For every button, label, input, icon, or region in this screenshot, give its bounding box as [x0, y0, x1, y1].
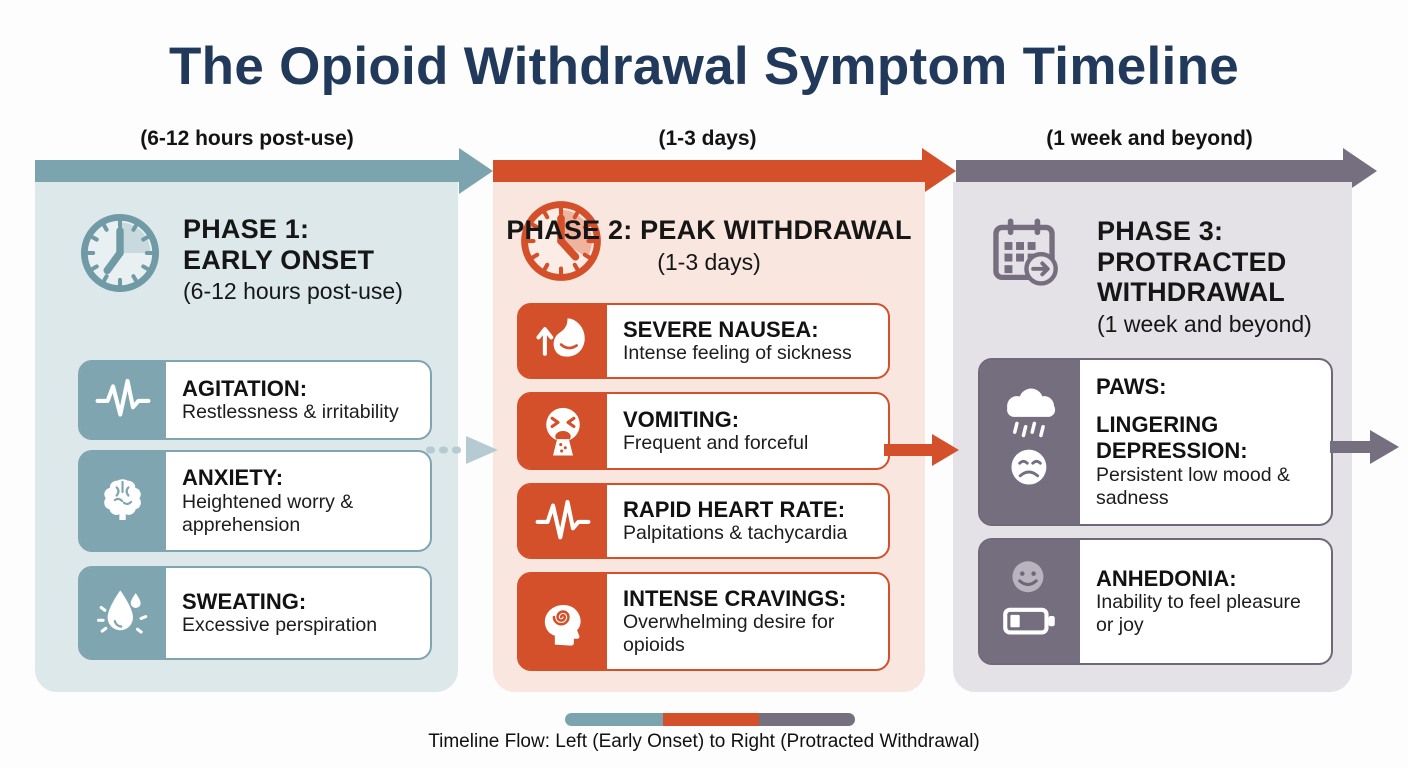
symptom-card-agitation: AGITATION: Restlessness & irritability [78, 360, 432, 440]
symptom-description: Intense feeling of sickness [623, 342, 852, 365]
symptom-card-rapid-heart-rate: RAPID HEART RATE: Palpitations & tachyca… [517, 483, 890, 559]
card-text: VOMITING: Frequent and forceful [607, 394, 888, 468]
symptom-card-sweating: SWEATING: Excessive perspiration [78, 566, 432, 660]
dashed-flow-arrow-icon [426, 436, 498, 464]
card-text: AGITATION: Restlessness & irritability [166, 362, 430, 438]
card-text: SEVERE NAUSEA: Intense feeling of sickne… [607, 305, 888, 377]
sweating-drop-icon [96, 590, 148, 634]
vomiting-face-icon [546, 407, 580, 456]
clock-peak-icon [521, 201, 601, 281]
symptom-description: Frequent and forceful [623, 432, 809, 455]
early-timeline-arrow [35, 160, 459, 182]
symptom-name: AGITATION: [182, 375, 308, 401]
card-text: INTENSE CRAVINGS: Overwhelming desire fo… [607, 574, 888, 669]
peak-arrowhead-icon [922, 148, 956, 194]
agitation-waveform-icon [95, 378, 151, 417]
symptom-card-anhedonia: ANHEDONIA: Inability to feel pleasure or… [978, 538, 1333, 665]
timeline-label-protracted: (1 week and beyond) [1046, 127, 1253, 150]
symptom-description: Inability to feel pleasure or joy [1096, 591, 1301, 637]
symptom-card-intense-cravings: INTENSE CRAVINGS: Overwhelming desire fo… [517, 572, 890, 671]
peak-flow-arrow-icon [884, 434, 959, 466]
colorbar-peak-segment [663, 713, 759, 726]
page-title: The Opioid Withdrawal Symptom Timeline [168, 37, 1240, 96]
symptom-name: INTENSE CRAVINGS: [623, 585, 847, 611]
card-icon-section [80, 452, 166, 550]
symptom-card-vomiting: VOMITING: Frequent and forceful [517, 392, 890, 470]
phase-1-subtitle: (6-12 hours post-use) [183, 278, 403, 304]
symptom-name: RAPID HEART RATE: [623, 496, 846, 522]
depression-raincloud-sadface-icon [1007, 388, 1056, 485]
phase-2-panel: PHASE 2: PEAK WITHDRAWAL (1-3 days) SEVE… [493, 182, 925, 692]
phase-3-title-line: PHASE 3: [1097, 216, 1224, 246]
symptom-name: SEVERE NAUSEA: [623, 316, 819, 342]
symptom-description: Overwhelming desire for opioids [623, 611, 835, 657]
phase-1-title-line: PHASE 1: [183, 214, 310, 244]
early-arrowhead-icon [459, 148, 493, 194]
card-icon-section [980, 540, 1080, 663]
phase-1-header: PHASE 1: EARLY ONSET (6-12 hours post-us… [183, 214, 453, 306]
card-icon-section [519, 485, 607, 557]
phase-2-subtitle: (1-3 days) [657, 248, 761, 275]
timeline-label-early: (6-12 hours post-use) [140, 127, 354, 150]
symptom-description: Persistent low mood & sadness [1096, 463, 1291, 509]
phase-3-subtitle: (1 week and beyond) [1097, 310, 1312, 337]
symptom-description: Heightened worry & apprehension [182, 490, 354, 536]
symptom-card-anxiety: ANXIETY: Heightened worry & apprehension [78, 450, 432, 552]
symptom-name: SWEATING: [182, 588, 307, 614]
colorbar-early-segment [565, 713, 663, 726]
phase-2-title-line: PHASE 2: PEAK WITHDRAWAL [506, 215, 912, 245]
card-text: SWEATING: Excessive perspiration [166, 568, 430, 658]
calendar-forward-icon [993, 218, 1058, 286]
symptom-description: Palpitations & tachycardia [623, 522, 848, 545]
phase-1-panel: PHASE 1: EARLY ONSET (6-12 hours post-us… [35, 182, 458, 692]
peak-timeline-arrow [493, 160, 922, 182]
phase-3-panel: PHASE 3: PROTRACTED WITHDRAWAL (1 week a… [953, 182, 1352, 692]
card-text: ANHEDONIA: Inability to feel pleasure or… [1080, 540, 1331, 663]
phase-3-title-line: WITHDRAWAL [1097, 277, 1285, 307]
symptom-name: ANHEDONIA: [1096, 565, 1237, 591]
card-text: RAPID HEART RATE: Palpitations & tachyca… [607, 485, 888, 557]
card-icon-section [980, 360, 1080, 524]
card-icon-section [80, 568, 166, 658]
timeline-label-peak: (1-3 days) [658, 127, 757, 150]
symptom-description: Restlessness & irritability [182, 401, 399, 424]
heart-rate-waveform-icon [535, 499, 591, 540]
anhedonia-smiley-battery-icon [1003, 561, 1055, 635]
card-icon-section [519, 394, 607, 468]
phase-3-header: PHASE 3: PROTRACTED WITHDRAWAL (1 week a… [1097, 216, 1347, 338]
cravings-head-spiral-icon [544, 604, 581, 646]
symptom-name: PAWS: [1096, 374, 1167, 400]
symptom-name-secondary: LINGERING DEPRESSION: [1096, 412, 1248, 463]
card-text: ANXIETY: Heightened worry & apprehension [166, 452, 430, 550]
footer-caption: Timeline Flow: Left (Early Onset) to Rig… [428, 731, 980, 752]
symptom-card-severe-nausea: SEVERE NAUSEA: Intense feeling of sickne… [517, 303, 890, 379]
timeline-flow-colorbar [565, 713, 855, 726]
phase-2-header: PHASE 2: PEAK WITHDRAWAL (1-3 days) [493, 215, 925, 276]
card-icon-section [80, 362, 166, 438]
symptom-name: ANXIETY: [182, 465, 284, 491]
phase-3-title-line: PROTRACTED [1097, 246, 1287, 277]
symptom-description: Excessive perspiration [182, 614, 378, 637]
clock-early-icon [81, 214, 159, 292]
protracted-timeline-arrow [956, 160, 1343, 182]
card-icon-section [519, 305, 607, 377]
symptom-card-paws-depression: PAWS: LINGERING DEPRESSION: Persistent l… [978, 358, 1333, 526]
card-text: PAWS: LINGERING DEPRESSION: Persistent l… [1080, 360, 1331, 524]
colorbar-protracted-segment [759, 713, 855, 726]
phase-1-title-line: EARLY ONSET [183, 244, 375, 275]
symptom-name: VOMITING: [623, 406, 740, 432]
exit-flow-arrow-icon [1330, 430, 1399, 464]
card-icon-section [519, 574, 607, 669]
anxiety-brain-icon [104, 479, 141, 521]
nausea-stomach-icon [536, 318, 585, 357]
